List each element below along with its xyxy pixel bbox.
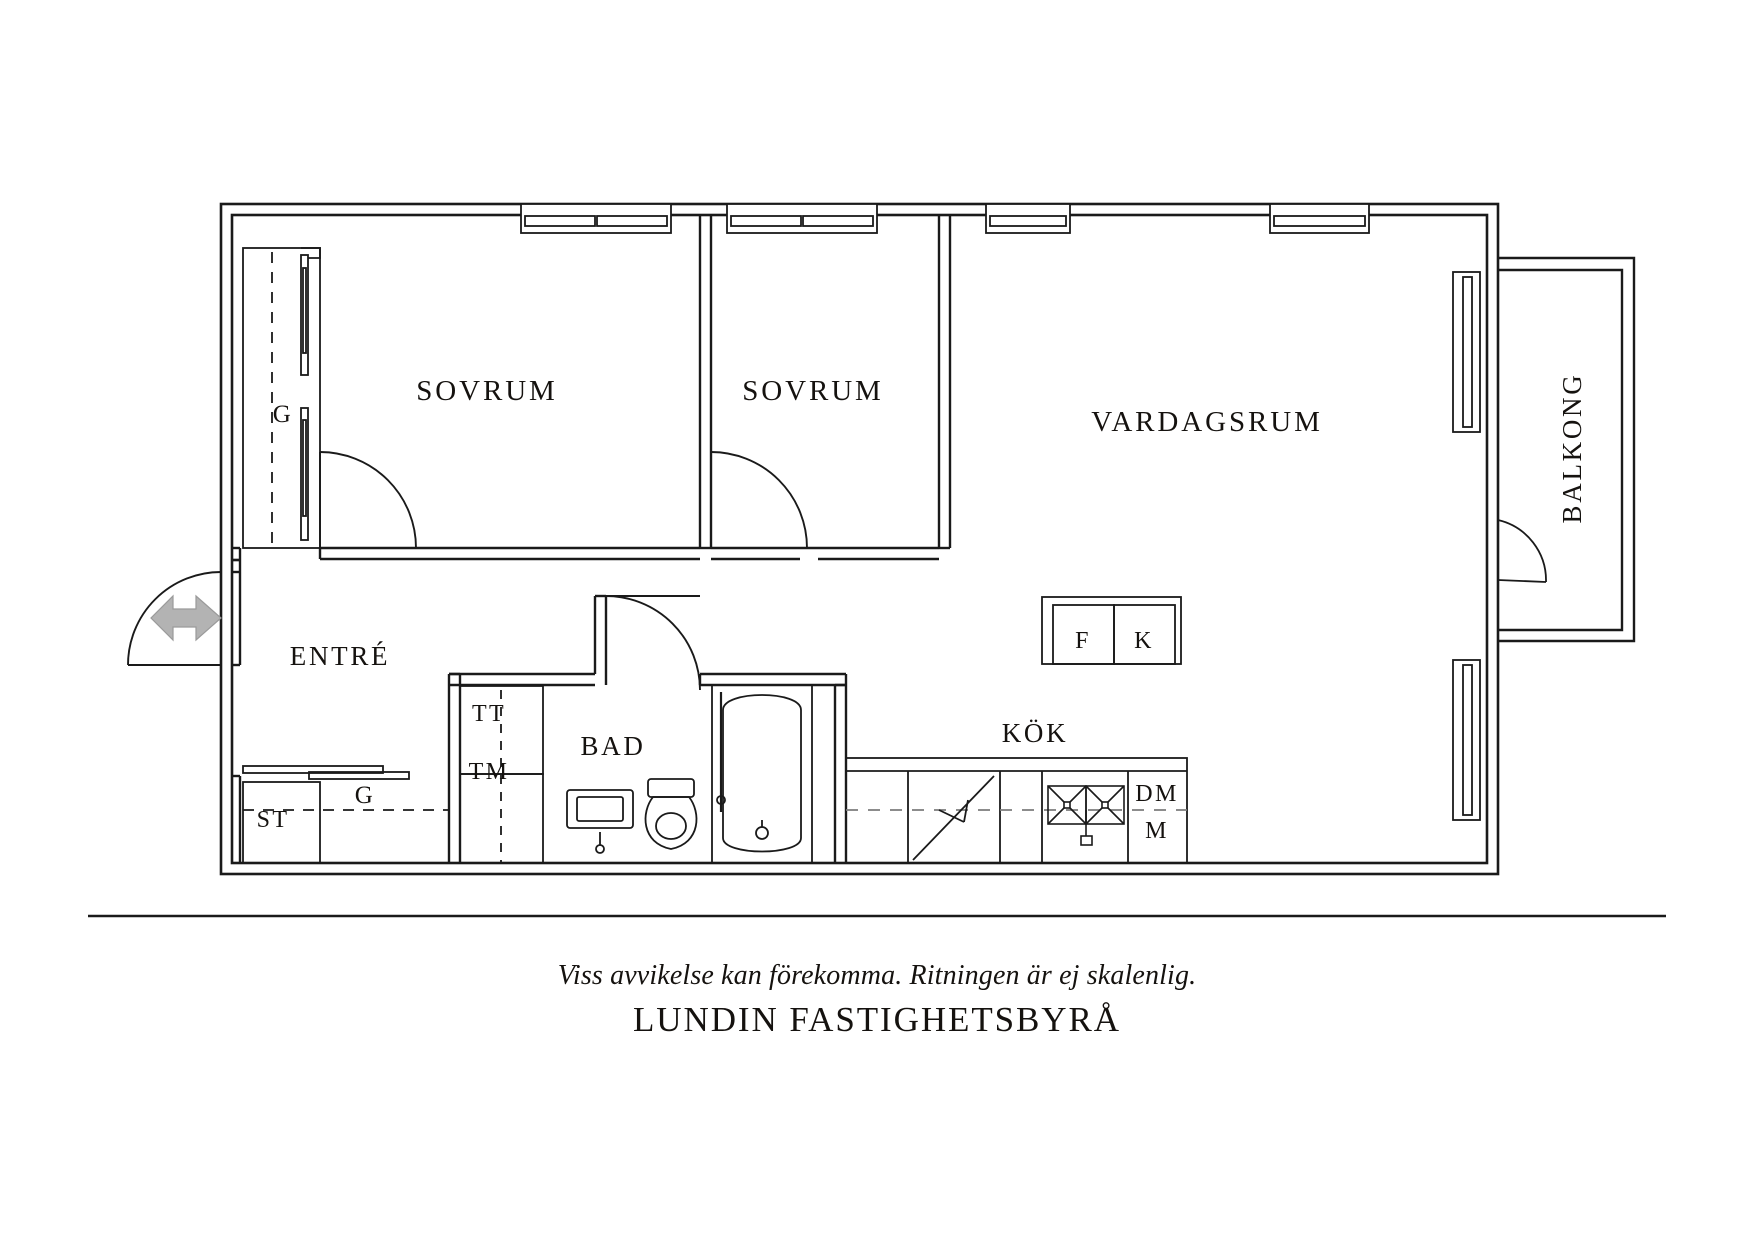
- footer-brand: LUNDIN FASTIGHETSBYRÅ: [633, 1000, 1121, 1039]
- stove-icon: [912, 775, 995, 861]
- room-label-balcony: BALKONG: [1557, 373, 1587, 524]
- label-storage: ST: [257, 807, 290, 833]
- door-swing-icon: [710, 451, 808, 549]
- kitchen-sink-icon: [1047, 785, 1125, 846]
- label-dishwasher: DM: [1135, 781, 1178, 807]
- bathtub-icon: [711, 684, 813, 864]
- label-tumble-dryer: TT: [472, 701, 506, 727]
- entrance-arrow-icon: [150, 594, 222, 642]
- label-fridge: K: [1134, 628, 1154, 654]
- door-swing-icon: [1497, 519, 1547, 583]
- footer-disclaimer: Viss avvikelse kan förekomma. Ritningen …: [557, 960, 1197, 991]
- wall-outline: [219, 202, 1500, 876]
- window-icon: [1452, 271, 1481, 821]
- wardrobe-hall: [242, 765, 449, 811]
- room-label-entrance-hall: ENTRÉ: [290, 641, 391, 671]
- fridge-freezer-unit: [1041, 596, 1182, 665]
- balcony-structure: [1498, 256, 1636, 643]
- room-label-kitchen: KÖK: [1002, 718, 1069, 748]
- label-wardrobe-hall: G: [355, 782, 376, 809]
- wardrobe-bedroom: [242, 247, 321, 549]
- label-washing-machine: TM: [469, 759, 510, 785]
- label-freezer: F: [1075, 628, 1091, 654]
- washbasin-icon: [566, 789, 634, 854]
- storage-st: [242, 781, 321, 864]
- door-swing-icon: [319, 451, 417, 549]
- room-label-bedroom-2: SOVRUM: [742, 375, 884, 407]
- room-label-bedroom-1: SOVRUM: [416, 375, 558, 407]
- label-wardrobe-bedroom: G: [273, 401, 294, 428]
- window-icon: [520, 203, 1370, 234]
- kitchen-counter: [845, 757, 1188, 864]
- laundry-units: [459, 685, 544, 864]
- toilet-icon: [644, 778, 698, 850]
- door-swing-icon: [605, 595, 701, 691]
- room-label-living-room: VARDAGSRUM: [1091, 406, 1323, 438]
- room-label-bathroom: BAD: [580, 731, 645, 761]
- label-microwave: M: [1145, 818, 1169, 844]
